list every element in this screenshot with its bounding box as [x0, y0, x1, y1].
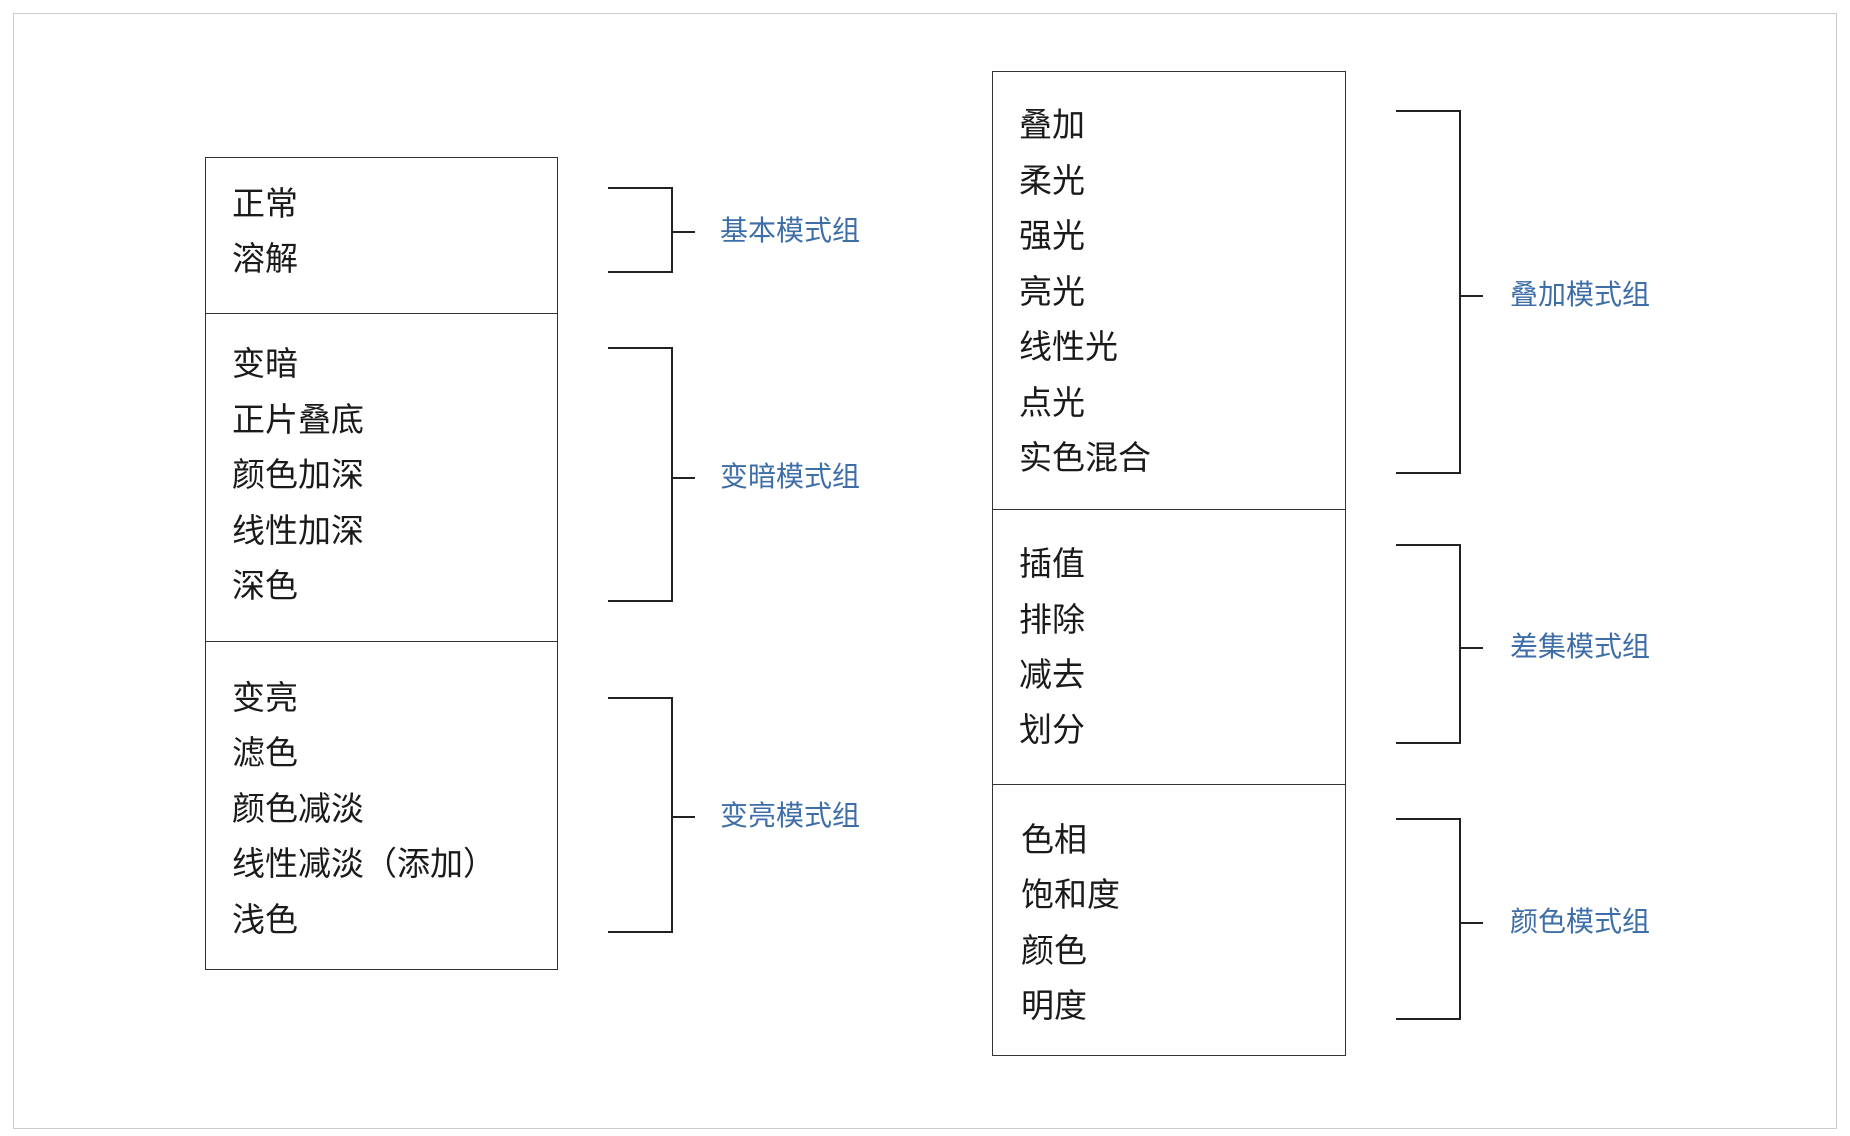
- group-difference: 插值 排除 减去 划分: [993, 509, 1345, 784]
- bracket-lighten: [608, 697, 673, 933]
- group-label-lighten: 变亮模式组: [720, 799, 861, 832]
- group-label-difference: 差集模式组: [1510, 630, 1651, 663]
- group-overlay: 叠加 柔光 强光 亮光 线性光 点光 实色混合: [993, 72, 1345, 509]
- mode-item: 柔光: [1019, 161, 1085, 200]
- mode-item: 强光: [1019, 216, 1085, 255]
- mode-item: 实色混合: [1019, 438, 1151, 477]
- mode-item: 划分: [1019, 710, 1085, 749]
- bracket-tick: [671, 816, 695, 818]
- bracket-tick: [1459, 295, 1483, 297]
- mode-item: 饱和度: [1021, 875, 1120, 914]
- mode-item: 滤色: [232, 733, 298, 772]
- group-lighten: 变亮 滤色 颜色减淡 线性减淡（添加） 浅色: [206, 641, 557, 971]
- mode-item: 深色: [232, 566, 298, 605]
- group-darken: 变暗 正片叠底 颜色加深 线性加深 深色: [206, 313, 557, 641]
- group-label-basic: 基本模式组: [720, 214, 861, 247]
- bracket-color: [1396, 818, 1461, 1020]
- group-label-color: 颜色模式组: [1510, 905, 1651, 938]
- group-basic: 正常 溶解: [206, 158, 557, 313]
- group-label-darken: 变暗模式组: [720, 460, 861, 493]
- mode-item: 亮光: [1019, 272, 1085, 311]
- bracket-darken: [608, 347, 673, 602]
- mode-item: 正片叠底: [232, 400, 364, 439]
- mode-item: 点光: [1019, 383, 1085, 422]
- group-label-overlay: 叠加模式组: [1510, 278, 1651, 311]
- group-color: 色相 饱和度 颜色 明度: [993, 784, 1345, 1057]
- mode-item: 颜色加深: [232, 455, 364, 494]
- mode-item: 明度: [1021, 986, 1087, 1025]
- bracket-basic: [608, 187, 673, 273]
- bracket-tick: [671, 231, 695, 233]
- bracket-tick: [1459, 647, 1483, 649]
- mode-item: 叠加: [1019, 105, 1085, 144]
- mode-item: 插值: [1019, 544, 1085, 583]
- bracket-tick: [671, 477, 695, 479]
- mode-item: 正常: [232, 184, 298, 223]
- mode-item: 颜色: [1021, 931, 1087, 970]
- mode-item: 变亮: [232, 678, 298, 717]
- mode-item: 线性减淡（添加）: [232, 844, 496, 883]
- right-mode-box: 叠加 柔光 强光 亮光 线性光 点光 实色混合 插值 排除 减去 划分 色相 饱…: [992, 71, 1346, 1056]
- bracket-overlay: [1396, 110, 1461, 474]
- bracket-tick: [1459, 922, 1483, 924]
- mode-item: 颜色减淡: [232, 789, 364, 828]
- mode-item: 减去: [1019, 655, 1085, 694]
- mode-item: 色相: [1021, 820, 1087, 859]
- mode-item: 排除: [1019, 600, 1085, 639]
- left-mode-box: 正常 溶解 变暗 正片叠底 颜色加深 线性加深 深色 变亮 滤色 颜色减淡 线性…: [205, 157, 558, 970]
- diagram-frame: [13, 13, 1837, 1129]
- mode-item: 线性加深: [232, 511, 364, 550]
- mode-item: 变暗: [232, 344, 298, 383]
- mode-item: 线性光: [1019, 327, 1118, 366]
- bracket-difference: [1396, 544, 1461, 744]
- mode-item: 浅色: [232, 900, 298, 939]
- mode-item: 溶解: [232, 239, 298, 278]
